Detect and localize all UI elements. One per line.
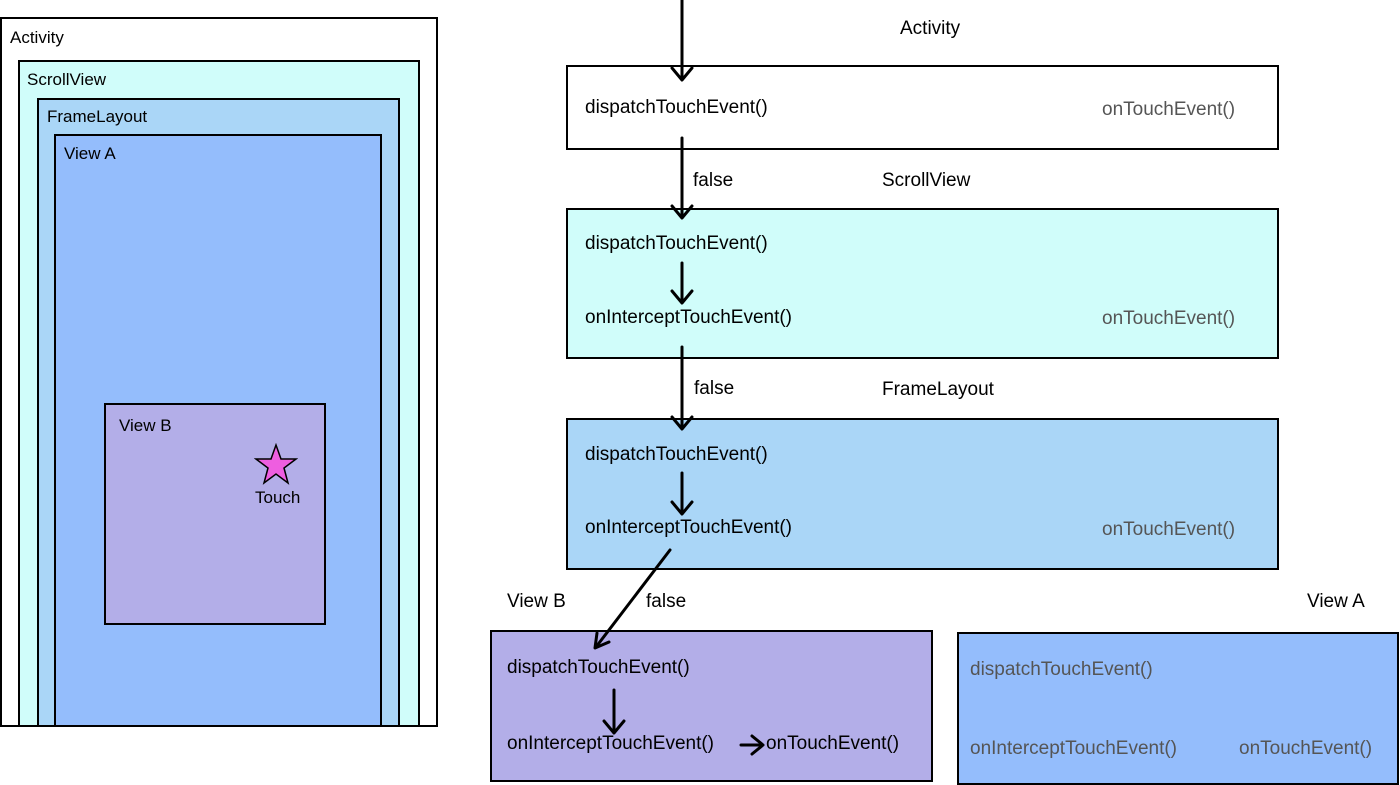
arrow-scrollview-to-framelayout	[670, 345, 694, 431]
view-b-intercept-text: onInterceptTouchEvent()	[507, 733, 715, 754]
view-b-ontouch-text: onTouchEvent()	[766, 733, 900, 754]
view-b-flow-title: View B	[507, 591, 566, 612]
touch-label: Touch	[255, 488, 301, 507]
framelayout-ontouch-text: onTouchEvent()	[1102, 519, 1236, 540]
edge3-false-label: false	[646, 591, 687, 612]
scrollview-ontouch-text: onTouchEvent()	[1102, 308, 1236, 329]
edge1-false-label: false	[693, 170, 734, 191]
scrollview-dispatch-text: dispatchTouchEvent()	[585, 233, 768, 254]
arrow-activity-to-scrollview	[670, 136, 694, 220]
arrow-view-b-intercept-to-ontouch	[739, 734, 765, 756]
scrollview-flow-box	[566, 208, 1279, 359]
activity-label: Activity	[10, 28, 64, 47]
view-b-dispatch-text: dispatchTouchEvent()	[507, 657, 690, 678]
view-b-label: View B	[119, 416, 172, 435]
scrollview-flow-title: ScrollView	[882, 170, 971, 191]
activity-flow-title: Activity	[900, 18, 961, 39]
view-b-container	[104, 403, 326, 625]
edge2-false-label: false	[694, 378, 735, 399]
view-a-flow-title: View A	[1307, 591, 1365, 612]
view-a-intercept-text: onInterceptTouchEvent()	[970, 738, 1178, 759]
activity-dispatch-text: dispatchTouchEvent()	[585, 97, 768, 118]
arrow-view-b-dispatch-to-intercept	[602, 688, 626, 735]
view-a-dispatch-text: dispatchTouchEvent()	[970, 659, 1153, 680]
framelayout-dispatch-text: dispatchTouchEvent()	[585, 444, 768, 465]
framelayout-flow-box	[566, 418, 1279, 570]
framelayout-label: FrameLayout	[47, 107, 148, 126]
arrow-framelayout-dispatch-to-intercept	[670, 471, 694, 516]
view-a-ontouch-text: onTouchEvent()	[1239, 738, 1373, 759]
view-b-flow-box	[490, 630, 933, 782]
scrollview-intercept-text: onInterceptTouchEvent()	[585, 307, 793, 328]
arrow-framelayout-to-view-b	[593, 548, 672, 650]
view-a-flow-box	[957, 632, 1399, 785]
arrow-scrollview-dispatch-to-intercept	[670, 261, 694, 305]
arrow-into-activity	[670, 0, 694, 82]
framelayout-flow-title: FrameLayout	[882, 379, 994, 400]
activity-flow-box	[566, 65, 1279, 150]
star-icon	[254, 443, 298, 485]
view-a-label: View A	[64, 144, 116, 163]
scrollview-label: ScrollView	[27, 70, 107, 89]
framelayout-intercept-text: onInterceptTouchEvent()	[585, 517, 793, 538]
activity-ontouch-text: onTouchEvent()	[1102, 99, 1236, 120]
